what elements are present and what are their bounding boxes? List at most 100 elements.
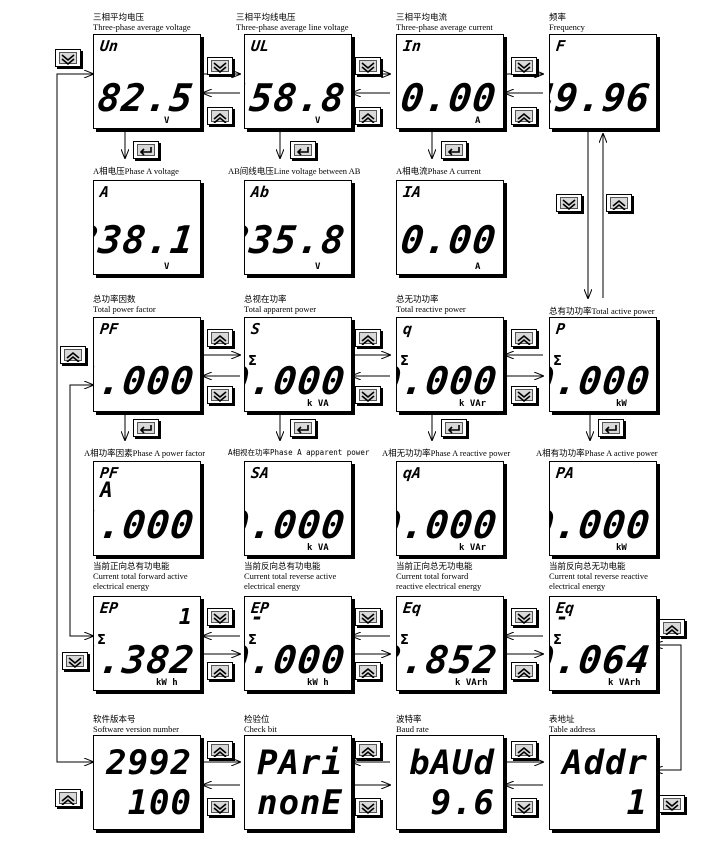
down-key-button <box>556 194 582 212</box>
param-value: 0.000 <box>244 638 348 682</box>
unit-label: V <box>315 116 321 126</box>
up-key-button <box>207 662 233 680</box>
up-key-button <box>511 662 537 680</box>
param-value: 0.000 <box>244 503 348 547</box>
enter-icon <box>296 147 309 156</box>
param-code: Eq <box>402 599 423 617</box>
sigma-symbol: Σ <box>248 633 257 648</box>
caption: 总有功功率Total active power <box>549 306 655 316</box>
double-chevron-up-icon <box>61 794 75 805</box>
double-chevron-up-icon <box>213 334 227 345</box>
double-chevron-down-icon <box>213 803 227 814</box>
display-line-1: PAri <box>257 743 343 783</box>
unit-label: kW h <box>307 678 329 688</box>
param-code: A <box>99 183 111 201</box>
enter-key-button <box>598 419 624 437</box>
lcd-screen-address: Addr 1 <box>549 735 657 830</box>
lcd-screen-qa: qA 0.000 k VAr <box>396 461 504 556</box>
lcd-screen-un: Un 82.5 V <box>93 34 201 129</box>
double-chevron-up-icon <box>361 112 375 123</box>
param-code: SA <box>250 464 271 482</box>
param-code: P <box>555 320 567 338</box>
display-line-2: 100 <box>127 783 192 823</box>
unit-label: k VArh <box>455 678 488 688</box>
param-value: 82.5 <box>95 76 197 120</box>
param-code: PA <box>555 464 576 482</box>
caption: A相有功功率Phase A active power <box>536 448 658 458</box>
lcd-screen-q: q Σ 0.000 k VAr <box>396 317 504 412</box>
unit-label: kW <box>616 399 627 409</box>
up-key-button <box>511 741 537 759</box>
lcd-screen-baud-rate: bAUd 9.6 <box>396 735 504 830</box>
caption: A相功率因素Phase A power factor <box>84 448 206 458</box>
down-key-button <box>207 608 233 626</box>
caption: A相电压Phase A voltage <box>93 166 179 176</box>
param-code: F <box>555 37 567 55</box>
display-line-1: Addr <box>562 743 648 783</box>
lcd-screen-version: 2992 100 <box>93 735 201 830</box>
enter-key-button <box>441 141 467 159</box>
lcd-screen-check-bit: PAri nonE <box>244 735 352 830</box>
double-chevron-down-icon <box>517 391 531 402</box>
enter-key-button <box>441 419 467 437</box>
param-code: Ab <box>250 183 271 201</box>
double-chevron-up-icon <box>361 334 375 345</box>
up-key-button <box>207 107 233 125</box>
lcd-screen-in: In 0.00 A <box>396 34 504 129</box>
double-chevron-down-icon <box>517 62 531 73</box>
display-line-1: bAUd <box>409 743 495 783</box>
double-chevron-up-icon <box>517 112 531 123</box>
double-chevron-down-icon <box>61 54 75 65</box>
unit-label: kW h <box>156 678 178 688</box>
sub-indicator: - <box>251 605 264 629</box>
up-key-button <box>55 789 81 807</box>
enter-key-button <box>133 419 159 437</box>
param-value: 8.852 <box>396 638 500 682</box>
down-key-button <box>659 795 685 813</box>
sub-indicator: - <box>556 605 569 629</box>
caption: AB间线电压Line voltage between AB <box>228 166 361 176</box>
param-value: 235.8 <box>244 218 348 262</box>
down-key-button <box>207 386 233 404</box>
double-chevron-up-icon <box>361 667 375 678</box>
enter-key-button <box>133 141 159 159</box>
down-key-button <box>207 798 233 816</box>
param-value: 0.000 <box>549 359 653 403</box>
up-key-button <box>355 329 381 347</box>
up-key-button <box>355 107 381 125</box>
double-chevron-down-icon <box>517 613 531 624</box>
double-chevron-up-icon <box>612 199 626 210</box>
sigma-symbol: Σ <box>400 354 409 369</box>
param-code: PF <box>99 320 120 338</box>
lcd-screen-pa: PA 0.000 kW <box>549 461 657 556</box>
double-chevron-down-icon <box>517 803 531 814</box>
param-value: 0.000 <box>549 503 653 547</box>
up-key-button <box>355 741 381 759</box>
param-value: 0.000 <box>244 359 348 403</box>
enter-icon <box>139 425 152 434</box>
param-value: 0.00 <box>398 76 500 120</box>
sigma-symbol: Σ <box>553 633 562 648</box>
param-code: S <box>250 320 262 338</box>
display-line-2: 9.6 <box>430 783 495 823</box>
double-chevron-down-icon <box>213 391 227 402</box>
sigma-symbol: Σ <box>248 354 257 369</box>
down-key-button <box>355 57 381 75</box>
lcd-screen-ep-reverse: EP - Σ 0.000 kW h <box>244 596 352 691</box>
double-chevron-down-icon <box>213 62 227 73</box>
down-key-button <box>55 49 81 67</box>
display-line-2: 1 <box>626 783 648 823</box>
sigma-symbol: Σ <box>553 354 562 369</box>
param-code: qA <box>402 464 423 482</box>
double-chevron-up-icon <box>517 334 531 345</box>
param-code: Un <box>99 37 120 55</box>
param-value: 1.000 <box>93 359 197 403</box>
